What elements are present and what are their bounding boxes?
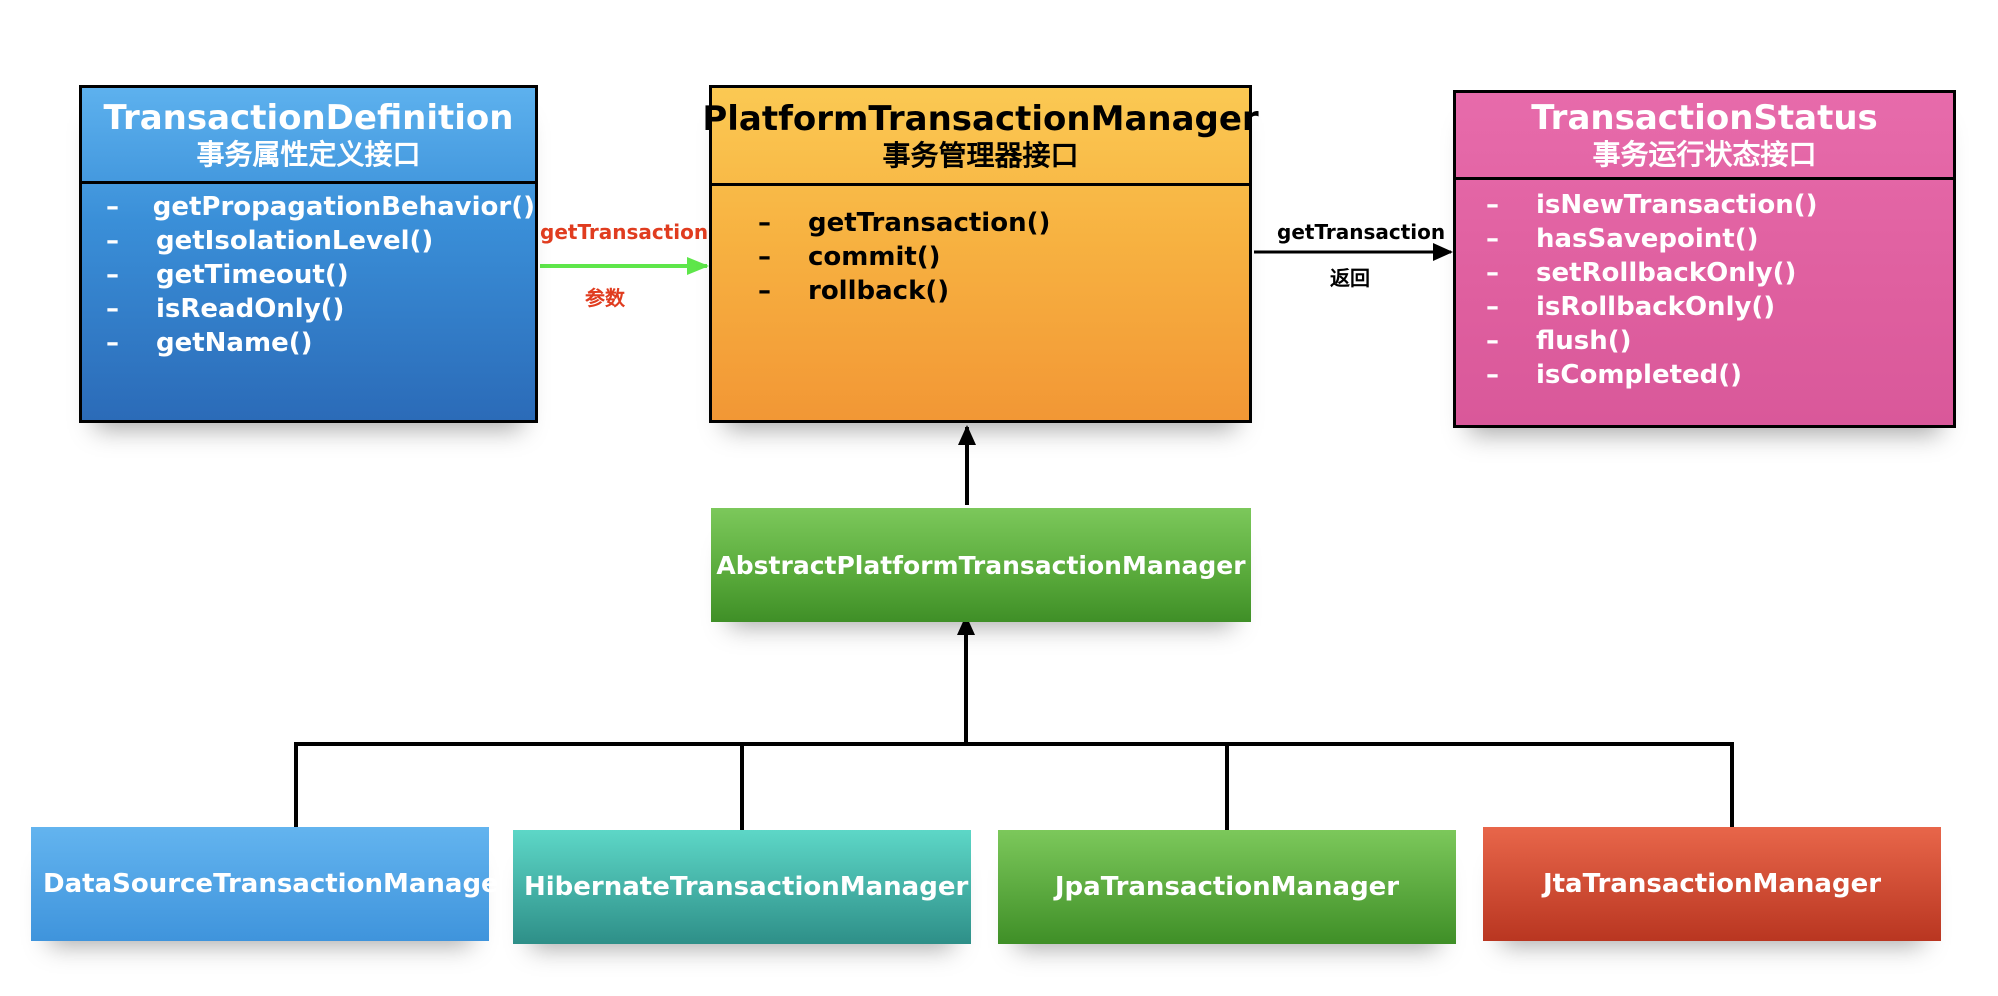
method-item: – getTransaction() [744,206,1249,240]
method-bullet: – [106,328,119,358]
method-name: flush() [1536,326,1632,356]
method-name: getIsolationLevel() [156,226,434,256]
return-arrow-label: getTransaction [1277,220,1446,244]
method-name: commit() [808,242,941,272]
method-bullet: – [1486,190,1499,220]
platform-transaction-manager-header: PlatformTransactionManager 事务管理器接口 [702,88,1259,186]
transaction-status-box: TransactionStatus 事务运行状态接口 – isNewTransac… [1453,90,1956,428]
abstract-platform-transaction-manager-box: AbstractPlatformTransactionManager [711,508,1251,622]
jpa-transaction-manager-box: JpaTransactionManager [998,830,1456,944]
method-bullet: – [758,242,771,272]
method-item: – rollback() [744,274,1249,308]
method-name: getTimeout() [156,260,349,290]
return-arrow-sublabel: 返回 [1330,266,1370,290]
transaction-status-title: TransactionStatus [1531,98,1878,138]
method-bullet: – [1486,326,1499,356]
platform-transaction-manager-methods: – getTransaction() – commit() – rollback() [712,186,1249,308]
transaction-definition-box: TransactionDefinition 事务属性定义接口 – getPropa… [79,85,538,423]
method-item: – getTimeout() [92,258,535,292]
transaction-definition-title: TransactionDefinition [103,97,514,138]
method-name: getName() [156,328,313,358]
method-name: hasSavepoint() [1536,224,1759,254]
hibernate-transaction-manager-box: HibernateTransactionManager [513,830,971,944]
param-arrow-label: getTransaction [540,220,709,244]
transaction-status-methods: – isNewTransaction() – hasSavepoint() – set… [1456,180,1953,392]
datasource-transaction-manager-box: DataSourceTransactionManager [31,827,512,941]
method-item: – commit() [744,240,1249,274]
method-item: – getName() [92,326,535,360]
method-bullet: – [1486,360,1499,390]
method-name: isReadOnly() [156,294,345,324]
method-item: – isCompleted() [1472,358,1953,392]
method-item: – isRollbackOnly() [1472,290,1953,324]
method-item: – getPropagationBehavior() [92,190,535,224]
platform-transaction-manager-title: PlatformTransactionManager [702,98,1259,139]
method-item: – isReadOnly() [92,292,535,326]
method-name: getTransaction() [808,208,1051,238]
method-bullet: – [1486,224,1499,254]
method-bullet: – [1486,258,1499,288]
method-item: – getIsolationLevel() [92,224,535,258]
method-name: isRollbackOnly() [1536,292,1776,322]
method-item: – isNewTransaction() [1472,188,1953,222]
platform-transaction-manager-subtitle: 事务管理器接口 [882,138,1079,172]
method-name: isNewTransaction() [1536,190,1818,220]
method-bullet: – [758,276,771,306]
transaction-definition-subtitle: 事务属性定义接口 [196,137,421,171]
method-bullet: – [758,208,771,238]
method-item: – setRollbackOnly() [1472,256,1953,290]
platform-transaction-manager-box: PlatformTransactionManager 事务管理器接口 – getT… [702,85,1259,423]
method-name: setRollbackOnly() [1536,258,1797,288]
method-bullet: – [1486,292,1499,322]
method-bullet: – [106,226,119,256]
method-item: – hasSavepoint() [1472,222,1953,256]
method-name: isCompleted() [1536,360,1743,390]
method-bullet: – [106,192,119,222]
param-arrow-sublabel: 参数 [585,286,625,310]
jta-transaction-manager-box: JtaTransactionManager [1483,827,1941,941]
transaction-status-header: TransactionStatus 事务运行状态接口 [1456,93,1953,180]
method-name: rollback() [808,276,950,306]
method-bullet: – [106,260,119,290]
transaction-definition-header: TransactionDefinition 事务属性定义接口 [82,88,535,184]
transaction-definition-methods: – getPropagationBehavior() – getIsolationL… [82,184,535,360]
method-name: getPropagationBehavior() [152,192,535,222]
transaction-status-subtitle: 事务运行状态接口 [1592,138,1817,171]
method-item: – flush() [1472,324,1953,358]
method-bullet: – [106,294,119,324]
